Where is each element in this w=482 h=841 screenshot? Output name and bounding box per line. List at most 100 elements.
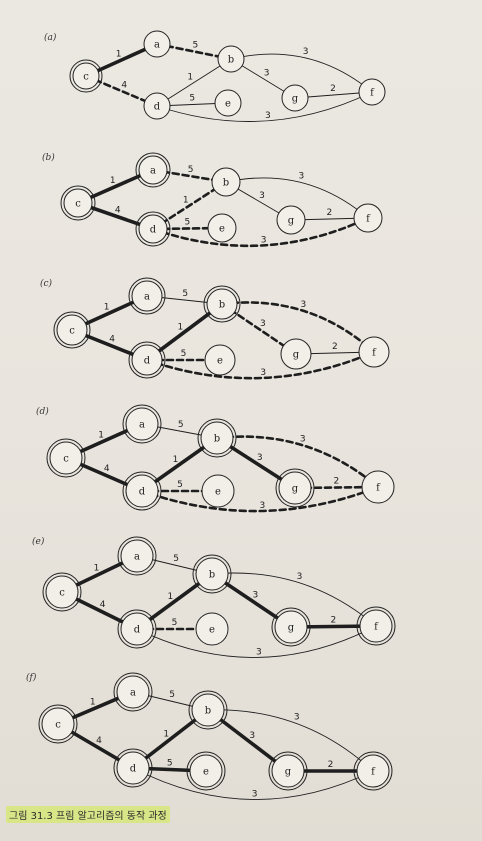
node-label: e [217,356,223,367]
node-c: c [38,704,78,744]
edge-weight-c-d: 4 [115,205,121,215]
node-label: f [376,483,381,494]
panel-label: (e) [32,536,45,547]
node-c: c [60,185,96,221]
node-label: c [75,199,81,210]
edge-d-f [136,625,377,658]
node-ring [203,285,241,323]
node-circle [125,407,159,441]
edge-weight-d-b: 1 [163,729,169,739]
panel-label: (b) [42,152,55,163]
node-circle [120,539,154,573]
node-ring [46,438,86,478]
node-circle [356,754,390,788]
node-ring [113,748,153,788]
node-label: d [144,356,151,367]
node-d: d [113,748,153,788]
node-d: d [122,471,162,511]
edge-weight-b-f: 3 [301,300,307,310]
node-label: g [292,484,299,495]
node-ring [186,751,226,791]
edge-d-f [145,350,376,380]
edge-weight-a-b: 5 [188,165,194,175]
node-circle [204,344,236,376]
node-ring [135,211,171,247]
node-circle [189,754,223,788]
node-circle [200,421,234,455]
node-label: b [228,55,234,66]
node-b: b [197,418,237,458]
node-circle [131,280,163,312]
node-ring [113,672,153,712]
node-c: c [46,438,86,478]
node-circle [41,707,75,741]
node-ring [356,606,396,646]
edge-weight-b-g: 3 [260,319,266,329]
edge-weight-c-a: 1 [116,50,122,60]
node-ring [268,751,308,791]
node-circle [138,214,168,244]
node-circle [276,205,306,235]
node-d: d [117,609,157,649]
node-f: f [361,470,395,504]
edge-weight-b-g: 3 [257,453,263,463]
edge-weight-c-a: 1 [94,564,100,574]
node-b: b [203,285,241,323]
edge-d-f [140,485,380,513]
node-ring [128,341,166,379]
edge-d-b [145,302,224,362]
edge-weight-g-f: 2 [331,616,337,626]
edge-weight-d-f: 3 [265,111,271,121]
node-circle [358,78,386,106]
edge-d-b [156,58,232,107]
edge-weight-b-f: 3 [303,47,309,57]
node-g: g [281,84,309,112]
node-ring [122,404,162,444]
edge-weight-b-g: 3 [259,191,265,201]
node-label: f [372,348,377,359]
node-label: b [205,706,211,717]
node-d: d [143,92,171,120]
node-label: c [69,326,75,337]
node-label: g [285,767,292,778]
node-ring [69,59,103,93]
node-c: c [42,572,82,612]
figure-caption: 그림 31.3 프림 알고리즘의 동작 과정 [6,806,170,823]
edge-weight-c-d: 4 [96,736,102,746]
node-ring [53,311,91,349]
edge-b-f [207,709,374,772]
edge-d-f [156,91,373,122]
node-d: d [135,211,171,247]
node-g: g [275,468,315,508]
node-circle [131,344,163,376]
panel-label: (a) [44,32,57,43]
node-a: a [122,404,162,444]
edge-weight-d-f: 3 [260,501,266,511]
edge-weight-d-e: 5 [189,94,195,104]
node-e: e [214,89,242,117]
edge-weight-b-g: 3 [264,69,270,79]
panel-label: (f) [26,672,37,683]
edge-weight-c-d: 4 [104,464,110,474]
node-d: d [128,341,166,379]
node-circle [72,62,100,90]
node-circle [359,609,393,643]
node-label: a [139,420,145,431]
node-c: c [53,311,91,349]
node-g: g [280,338,312,370]
node-circle [125,474,159,508]
edge-weight-g-f: 2 [334,477,340,487]
edge-weight-g-f: 2 [326,208,332,218]
node-ring [117,609,157,649]
edge-weight-d-b: 1 [167,592,173,602]
edge-weight-a-b: 5 [173,554,179,564]
node-circle [195,612,229,646]
node-label: e [219,224,225,235]
edge-b-f [211,572,377,627]
